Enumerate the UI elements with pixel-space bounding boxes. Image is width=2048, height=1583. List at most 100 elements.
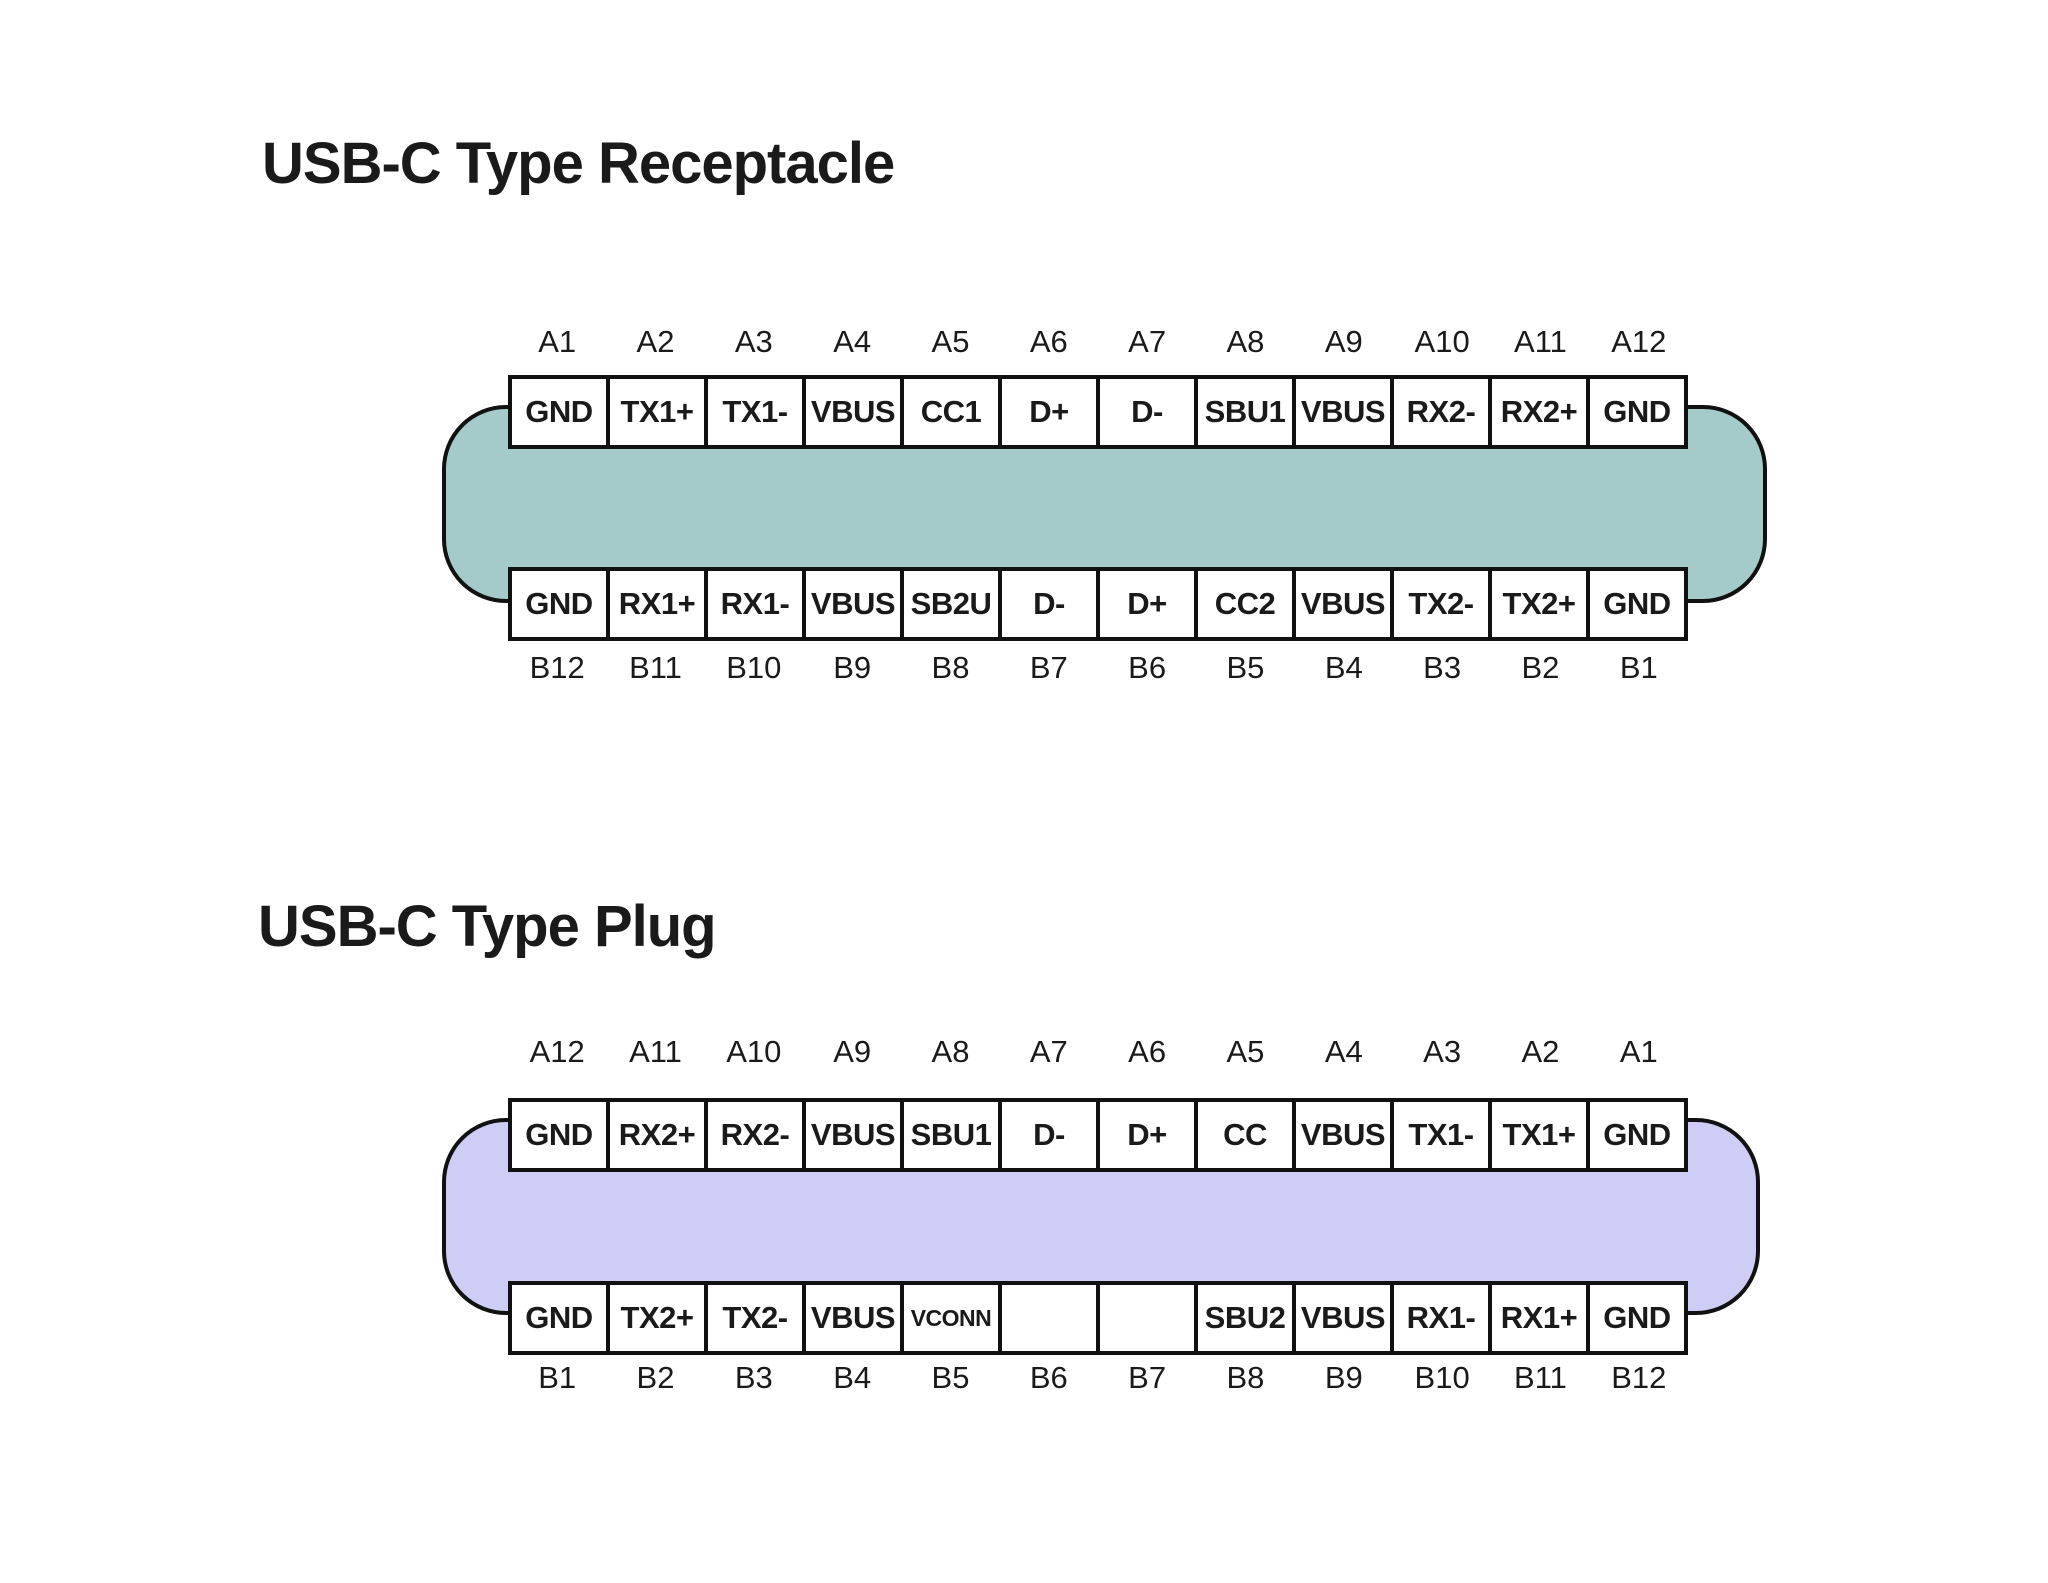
pin-number-label: B3	[734, 1360, 773, 1395]
pin-cell: TX2-	[1390, 571, 1488, 637]
pin-cell: RX1+	[606, 571, 704, 637]
plug-title: USB-C Type Plug	[258, 894, 717, 959]
pin-cell: RX1+	[1488, 1285, 1586, 1351]
receptacle-title: USB-C Type Receptacle	[262, 131, 895, 196]
pin-number-label: A6	[1029, 324, 1068, 359]
pin-number-label: A9	[833, 1034, 872, 1069]
pin-number-label: B8	[1226, 1360, 1265, 1395]
pin-number-label: B2	[1521, 650, 1560, 685]
pin-cell: VBUS	[802, 1285, 900, 1351]
pin-cell: GND	[1586, 1102, 1684, 1168]
pin-number-label: A9	[1324, 324, 1363, 359]
pin-number-label: B5	[931, 1360, 970, 1395]
pin-number-label: A2	[636, 324, 675, 359]
pin-number-label: B1	[1619, 650, 1658, 685]
pin-number-label: A5	[1226, 1034, 1265, 1069]
pin-number-label: A3	[1423, 1034, 1462, 1069]
pin-number-label: B11	[629, 650, 682, 685]
pin-cell: VBUS	[1292, 1102, 1390, 1168]
pin-number-label: B12	[529, 650, 585, 685]
pin-number-label: B10	[726, 650, 782, 685]
pin-number-label: A11	[1514, 324, 1567, 359]
pin-number-label: B11	[1514, 1360, 1567, 1395]
pin-number-label: B7	[1029, 650, 1068, 685]
pin-cell: RX2+	[606, 1102, 704, 1168]
pin-cell: RX2-	[1390, 379, 1488, 445]
pin-cell: TX1-	[1390, 1102, 1488, 1168]
pin-number-label: A8	[931, 1034, 970, 1069]
pin-cell: SBU2	[1194, 1285, 1292, 1351]
pin-cell: VBUS	[802, 379, 900, 445]
pin-number-label: A3	[734, 324, 773, 359]
pin-number-label: A10	[1414, 324, 1470, 359]
pin-cell: GND	[512, 571, 606, 637]
pin-cell: RX2-	[704, 1102, 802, 1168]
pin-number-label: A7	[1128, 324, 1167, 359]
pin-cell: VBUS	[1292, 571, 1390, 637]
pin-cell: VCONN	[900, 1285, 998, 1351]
pin-number-label: A11	[629, 1034, 682, 1069]
pin-number-label: B1	[538, 1360, 577, 1395]
pin-number-label: A8	[1226, 324, 1265, 359]
pin-cell: D+	[1096, 1102, 1194, 1168]
pin-cell: D+	[998, 379, 1096, 445]
pin-cell: VBUS	[1292, 379, 1390, 445]
pin-cell: SBU1	[1194, 379, 1292, 445]
pin-number-label: A12	[1611, 324, 1667, 359]
pin-cell: TX2+	[1488, 571, 1586, 637]
pin-cell: CC2	[1194, 571, 1292, 637]
pin-cell: CC1	[900, 379, 998, 445]
pin-number-label: A2	[1521, 1034, 1560, 1069]
pin-number-label: B7	[1128, 1360, 1167, 1395]
pin-number-label: A5	[931, 324, 970, 359]
pin-cell: GND	[1586, 1285, 1684, 1351]
pin-cell: GND	[512, 1285, 606, 1351]
pin-number-label: B5	[1226, 650, 1265, 685]
pin-cell: D-	[998, 571, 1096, 637]
pin-cell: VBUS	[802, 571, 900, 637]
pin-cell	[998, 1285, 1096, 1351]
pin-cell: RX1-	[704, 571, 802, 637]
pin-number-label: B6	[1029, 1360, 1068, 1395]
pin-cell: SB2U	[900, 571, 998, 637]
pin-number-label: B10	[1414, 1360, 1470, 1395]
pin-cell: RX1-	[1390, 1285, 1488, 1351]
pin-number-label: A4	[833, 324, 872, 359]
pin-cell: TX2-	[704, 1285, 802, 1351]
pin-cell: RX2+	[1488, 379, 1586, 445]
pin-cell: D-	[998, 1102, 1096, 1168]
pin-cell: VBUS	[802, 1102, 900, 1168]
pin-cell: TX1-	[704, 379, 802, 445]
pin-number-label: A10	[726, 1034, 782, 1069]
pin-cell: GND	[512, 1102, 606, 1168]
pin-number-label: A7	[1029, 1034, 1068, 1069]
pin-cell: GND	[1586, 379, 1684, 445]
pin-number-label: B12	[1611, 1360, 1667, 1395]
pin-number-label: A6	[1128, 1034, 1167, 1069]
pin-cell: D-	[1096, 379, 1194, 445]
pin-number-label: B4	[833, 1360, 872, 1395]
pin-number-label: B9	[833, 650, 872, 685]
pin-cell: TX1+	[1488, 1102, 1586, 1168]
pin-number-label: A4	[1324, 1034, 1363, 1069]
pin-cell: GND	[512, 379, 606, 445]
pin-cell: SBU1	[900, 1102, 998, 1168]
pin-cell: CC	[1194, 1102, 1292, 1168]
pin-cell: TX1+	[606, 379, 704, 445]
pin-cell: GND	[1586, 571, 1684, 637]
pin-cell	[1096, 1285, 1194, 1351]
pin-number-label: A12	[529, 1034, 585, 1069]
pin-cell: D+	[1096, 571, 1194, 637]
pin-number-label: B9	[1324, 1360, 1363, 1395]
pin-number-label: B4	[1324, 650, 1363, 685]
pin-number-label: B3	[1423, 650, 1462, 685]
pin-number-label: A1	[538, 324, 577, 359]
